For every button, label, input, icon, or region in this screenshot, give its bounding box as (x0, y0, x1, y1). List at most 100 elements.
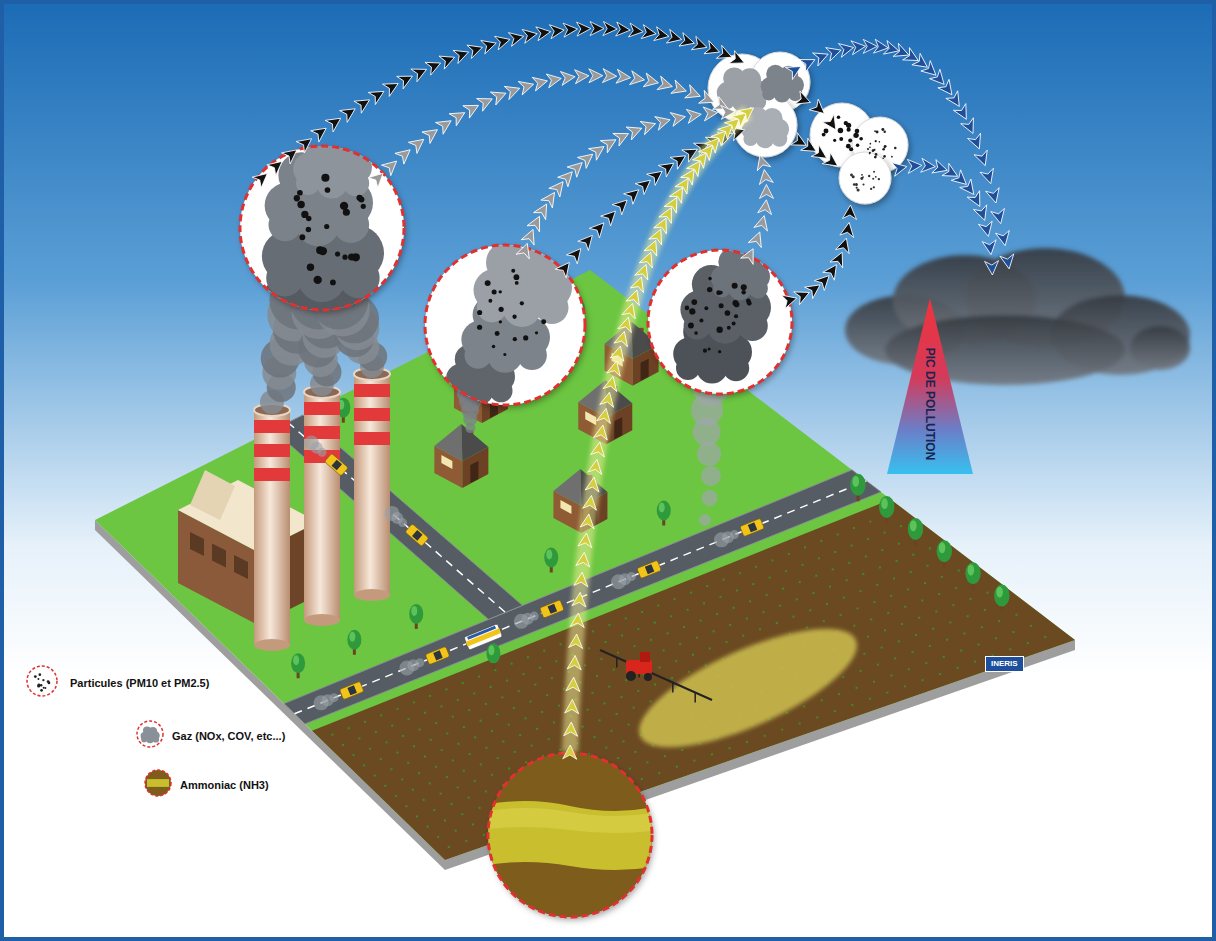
flow-arrows (830, 249, 849, 268)
car (347, 685, 356, 695)
crop-field (424, 755, 426, 757)
crop-field (803, 706, 805, 708)
flow-arrows (481, 36, 498, 53)
flow-arrows (368, 168, 388, 188)
flow-arrows (985, 261, 1000, 276)
flow-arrows (577, 22, 592, 37)
particle-cluster (891, 156, 893, 158)
particle-cluster (846, 144, 851, 149)
crop-field (879, 566, 881, 568)
crop-field (762, 611, 764, 613)
crop-field (591, 692, 593, 694)
crop-field (646, 761, 648, 763)
crop-field (890, 595, 892, 597)
particle-gas-bubble (685, 306, 690, 311)
particle-gas-bubble (294, 195, 300, 201)
ammonia-bubble (480, 745, 660, 925)
crop-field (821, 699, 823, 701)
crop-field (998, 620, 1000, 622)
particle-gas-bubble (492, 289, 497, 294)
crop-field (776, 622, 778, 624)
pyramid-shape (887, 298, 973, 474)
crop-field (749, 600, 751, 602)
flow-arrows (591, 441, 607, 457)
crop-field (862, 573, 864, 575)
flow-arrows (685, 85, 703, 103)
crop-field (480, 763, 482, 765)
car (433, 650, 442, 660)
flow-arrows (383, 77, 402, 96)
flow-arrows (422, 124, 442, 144)
crop-field (857, 607, 859, 609)
particle-gas-bubble (718, 350, 721, 353)
crop-field (799, 722, 801, 724)
flow-arrows (703, 106, 718, 121)
flow-arrows (436, 115, 455, 134)
flow-arrows (603, 375, 620, 392)
crop-field (815, 575, 817, 577)
crop-field (469, 753, 471, 755)
flow-arrows (630, 71, 646, 87)
crop-field (600, 658, 602, 660)
house (470, 461, 478, 483)
gas-cluster (771, 131, 787, 147)
crop-field (625, 679, 627, 681)
crop-field (560, 643, 562, 645)
house (434, 424, 462, 461)
particle-gas-bubble (719, 291, 723, 295)
particle-cluster (869, 153, 871, 155)
particle-cluster (848, 139, 852, 143)
crop-field (851, 544, 853, 546)
crop-field (483, 834, 485, 836)
particle-gas-bubble (723, 355, 749, 381)
flow-arrows (574, 572, 589, 587)
crop-field (358, 737, 360, 739)
crop-field (342, 744, 344, 746)
flow-arrows (532, 74, 549, 91)
crop-field (423, 799, 425, 801)
crop-field (683, 626, 685, 628)
crop-field (736, 590, 738, 592)
crop-field (446, 776, 448, 778)
crop-field (490, 686, 492, 688)
flow-arrows (892, 160, 909, 177)
flow-arrows (626, 288, 644, 306)
tree (291, 653, 305, 673)
crop-field (938, 593, 940, 595)
crop-field (608, 624, 610, 626)
flow-arrows (546, 72, 562, 88)
crop-field (901, 623, 903, 625)
particle-gas-bubble (535, 331, 538, 334)
crop-field (663, 649, 665, 651)
crop-field (496, 713, 498, 715)
tree (544, 548, 558, 568)
car (748, 522, 757, 532)
particle-cluster (873, 149, 875, 151)
particle-cluster (873, 186, 875, 188)
crop-field (331, 734, 333, 736)
pollution-cloud (1130, 326, 1190, 370)
crop-field (890, 675, 892, 677)
crop-field (541, 711, 543, 713)
crop-field (709, 647, 711, 649)
particle-cluster (855, 183, 858, 186)
crop-field (851, 704, 853, 706)
crop-field (555, 660, 557, 662)
particle-cluster (876, 130, 879, 133)
crop-field (384, 785, 386, 787)
car (514, 614, 529, 629)
particle-gas-bubble (692, 310, 696, 314)
particle-cluster (881, 128, 884, 131)
factory (212, 544, 226, 568)
crop-field (834, 551, 836, 553)
particle-gas-bubble (314, 276, 322, 284)
flow-arrows (572, 592, 587, 607)
crop-field (693, 760, 695, 762)
crop-field (463, 770, 465, 772)
crop-field (617, 652, 619, 654)
crop-field (413, 701, 415, 703)
flow-arrows (527, 213, 546, 232)
tractor (672, 683, 674, 693)
chimney (304, 402, 340, 415)
